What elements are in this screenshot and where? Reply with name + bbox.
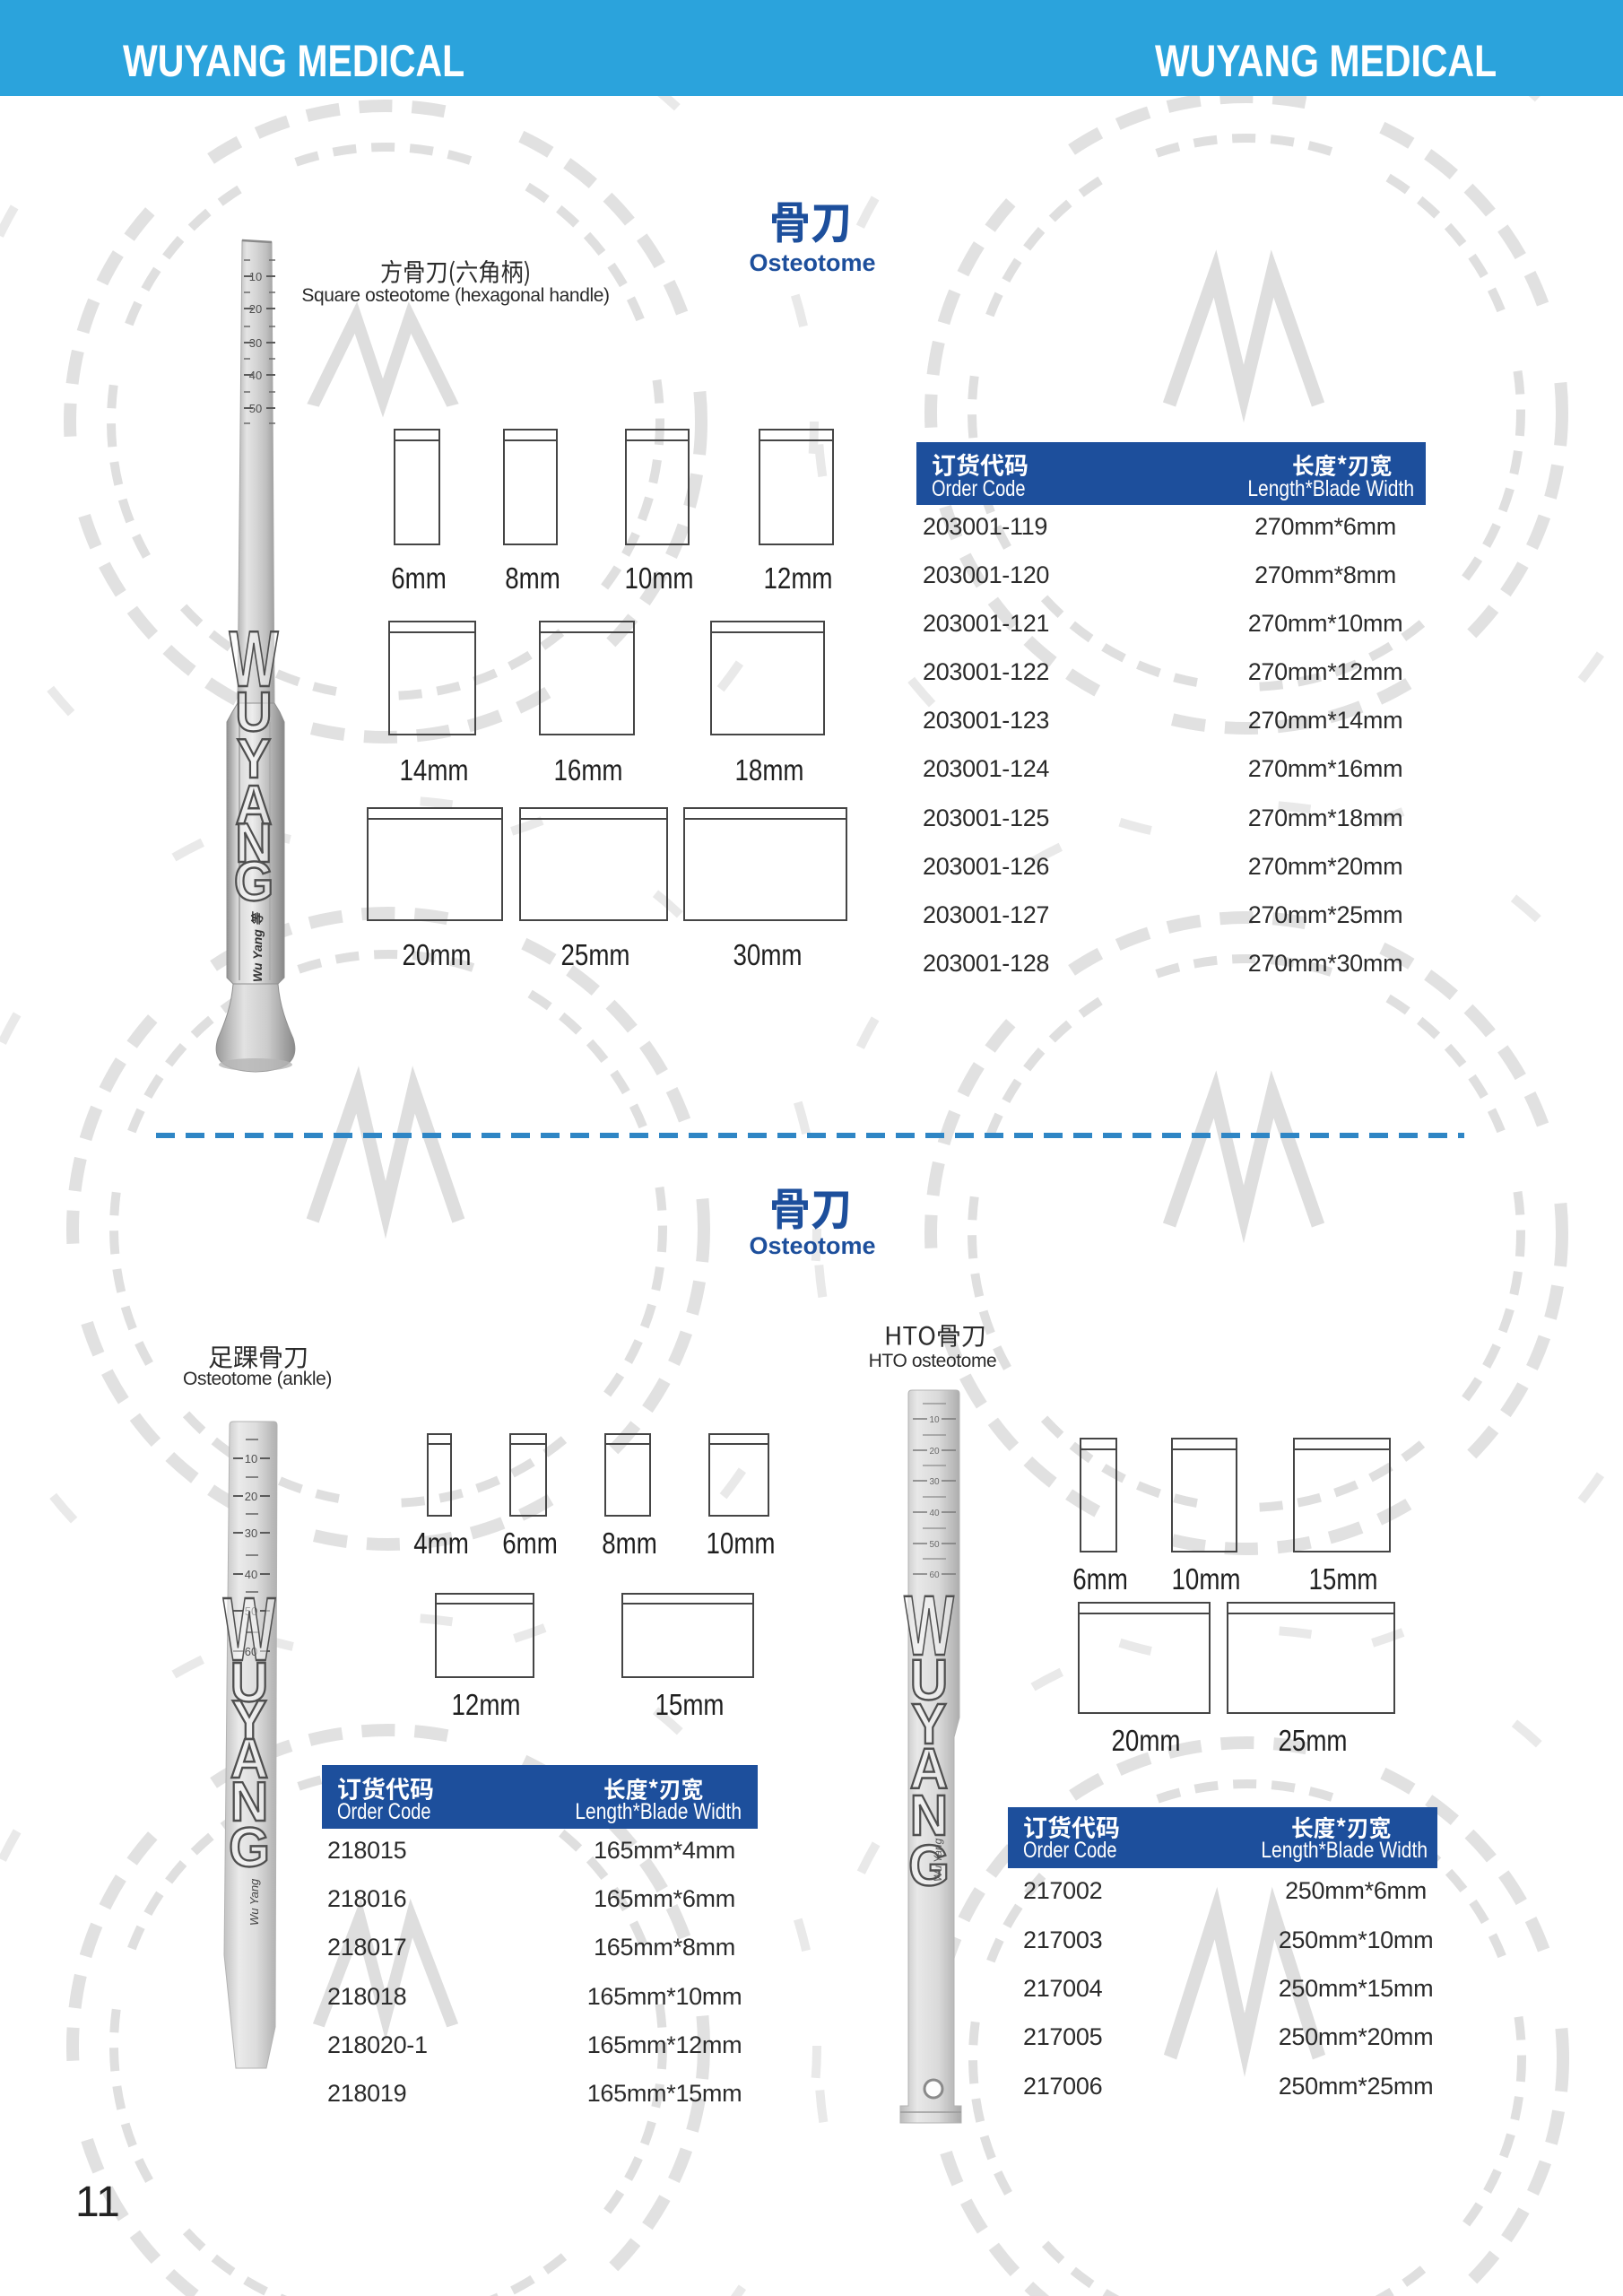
svg-text:G: G: [908, 1834, 950, 1899]
svg-text:N: N: [235, 812, 272, 874]
svg-text:Wu Yang: Wu Yang: [247, 1878, 261, 1926]
svg-text:N: N: [230, 1770, 269, 1833]
svg-text:20: 20: [245, 1490, 257, 1503]
svg-text:W: W: [904, 1577, 954, 1673]
svg-text:60: 60: [245, 1645, 257, 1658]
svg-text:20: 20: [929, 1447, 940, 1457]
svg-text:U: U: [910, 1648, 949, 1713]
svg-text:A: A: [910, 1737, 949, 1802]
svg-text:G: G: [229, 1816, 270, 1879]
svg-text:W: W: [223, 1579, 276, 1680]
svg-text:30: 30: [929, 1477, 940, 1487]
svg-text:Wu Yang 等: Wu Yang 等: [250, 910, 265, 982]
svg-text:40: 40: [245, 1568, 257, 1581]
svg-text:Y: Y: [237, 727, 271, 790]
svg-text:Y: Y: [231, 1689, 266, 1752]
svg-text:30: 30: [249, 336, 262, 350]
svg-text:60: 60: [929, 1570, 940, 1580]
svg-text:40: 40: [249, 369, 262, 382]
svg-text:U: U: [230, 1651, 269, 1714]
svg-text:40: 40: [929, 1509, 940, 1518]
svg-text:50: 50: [245, 1605, 257, 1618]
svg-text:A: A: [235, 774, 272, 837]
svg-text:20: 20: [249, 302, 262, 316]
svg-text:Y: Y: [911, 1692, 946, 1757]
svg-text:W: W: [230, 615, 279, 703]
svg-text:30: 30: [245, 1526, 257, 1540]
svg-text:Wu Yang: Wu Yang: [932, 1838, 944, 1882]
svg-text:50: 50: [249, 402, 262, 415]
svg-text:U: U: [235, 681, 272, 744]
svg-text:A: A: [230, 1727, 269, 1790]
svg-text:50: 50: [929, 1540, 940, 1550]
svg-text:10: 10: [249, 270, 262, 283]
svg-text:10: 10: [245, 1452, 257, 1465]
svg-text:N: N: [910, 1784, 949, 1848]
svg-text:G: G: [234, 850, 273, 913]
svg-text:10: 10: [929, 1415, 940, 1425]
